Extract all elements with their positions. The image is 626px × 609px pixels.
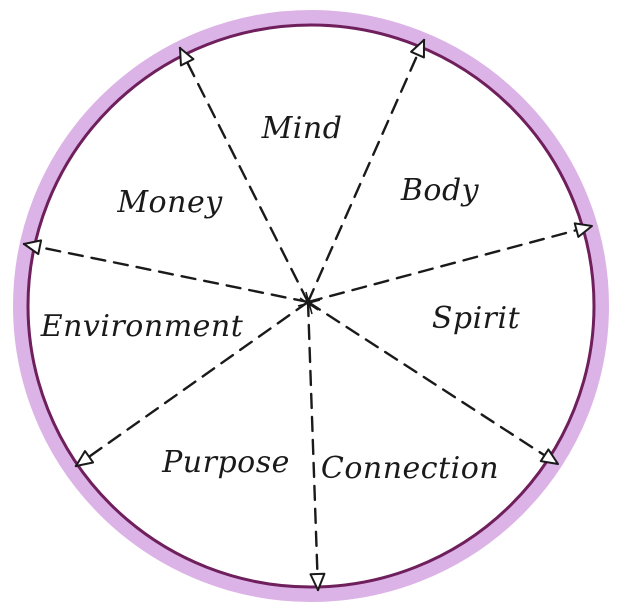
segment-label-body: Body: [400, 173, 480, 208]
spoke-spirit-connection: [306, 300, 560, 466]
segment-label-connection: Connection: [321, 451, 499, 486]
arrowhead-icon: [573, 222, 593, 238]
arrowhead-icon: [75, 450, 95, 467]
segment-label-money: Money: [116, 185, 223, 220]
spoke-mind-body: [306, 38, 426, 304]
arrowhead-icon: [539, 448, 559, 465]
segment-label-mind: Mind: [261, 111, 343, 146]
spoke-connection-purpose: [306, 300, 320, 592]
arrowheads-group: [23, 39, 593, 591]
spoke-purpose-environment: [74, 300, 310, 468]
spoke-environment-money: [22, 242, 310, 304]
arrowhead-icon: [410, 39, 425, 59]
arrowhead-icon: [23, 239, 43, 256]
outer-ring: [13, 10, 609, 602]
segment-label-environment: Environment: [40, 309, 244, 344]
center-hub: [297, 291, 321, 315]
segment-label-purpose: Purpose: [161, 445, 290, 480]
spoke-body-spirit: [306, 224, 594, 304]
arrowhead-icon: [179, 47, 195, 67]
arrowhead-icon: [309, 572, 326, 591]
spoke-mind-money: [178, 46, 310, 304]
spokes-group: [22, 38, 594, 592]
segment-label-spirit: Spirit: [432, 301, 521, 336]
